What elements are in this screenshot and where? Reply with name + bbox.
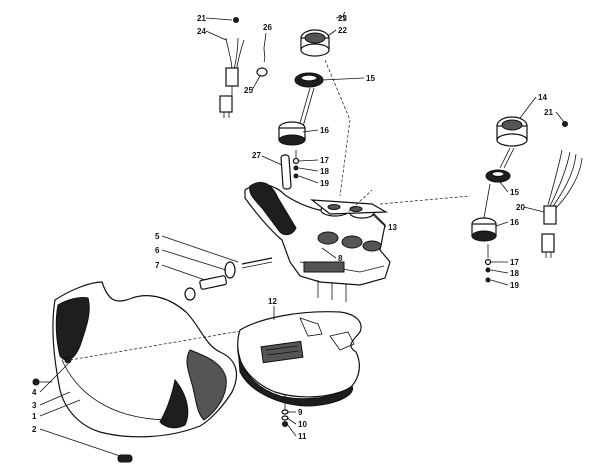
- callout-15-right: 15: [510, 188, 519, 197]
- callout-9: 9: [298, 408, 303, 417]
- callout-4: 4: [32, 388, 37, 397]
- callout-21-right: 21: [544, 108, 553, 117]
- upper-cup-16: [278, 121, 306, 146]
- right-gauge: [496, 116, 528, 147]
- right-bulbs: [484, 244, 492, 283]
- callout-19-right: 19: [510, 281, 519, 290]
- callout-17-upper: 17: [320, 156, 329, 165]
- leader-lines: [39, 15, 565, 457]
- callout-1: 1: [32, 412, 37, 421]
- callout-18-right: 18: [510, 269, 519, 278]
- callout-20: 20: [516, 203, 525, 212]
- callout-22: 22: [338, 26, 347, 35]
- callout-3: 3: [32, 401, 37, 410]
- callout-21-upper: 21: [197, 14, 206, 23]
- mount-bolt-assembly: [184, 257, 273, 301]
- callout-27: 27: [252, 151, 261, 160]
- upper-wiring-harness: [219, 17, 245, 118]
- callout-15-upper: 15: [366, 74, 375, 83]
- upper-gauge: [300, 11, 346, 57]
- callout-25: 25: [244, 86, 253, 95]
- right-wiring-harness: [541, 121, 583, 258]
- callout-labels: 1 2 3 4 5 6 7 8 9 10 11 12 13 14 15 15 1…: [32, 14, 553, 441]
- callout-26: 26: [263, 23, 272, 32]
- callout-5: 5: [155, 232, 160, 241]
- right-cup-16: [471, 217, 497, 242]
- callout-10: 10: [298, 420, 307, 429]
- callout-16-right: 16: [510, 218, 519, 227]
- right-bezel-15: [485, 169, 511, 183]
- callout-12: 12: [268, 297, 277, 306]
- console-gasket: [310, 199, 389, 215]
- callout-24: 24: [197, 27, 206, 36]
- callout-14: 14: [538, 93, 547, 102]
- cable-27: [280, 154, 292, 190]
- callout-7: 7: [155, 261, 160, 270]
- upper-bulbs: [292, 150, 300, 179]
- callout-17-right: 17: [510, 258, 519, 267]
- retaining-clip: [256, 47, 268, 77]
- callout-2: 2: [32, 425, 37, 434]
- windshield: [52, 281, 238, 438]
- callout-13: 13: [388, 223, 397, 232]
- callout-23: 23: [338, 14, 347, 23]
- lower-cover: [237, 311, 362, 407]
- callout-11: 11: [298, 432, 307, 441]
- upper-bezel-15: [294, 72, 324, 88]
- callout-18-upper: 18: [320, 167, 329, 176]
- callout-8: 8: [338, 254, 343, 263]
- callout-19-upper: 19: [320, 179, 329, 188]
- callout-16-upper: 16: [320, 126, 329, 135]
- callout-6: 6: [155, 246, 160, 255]
